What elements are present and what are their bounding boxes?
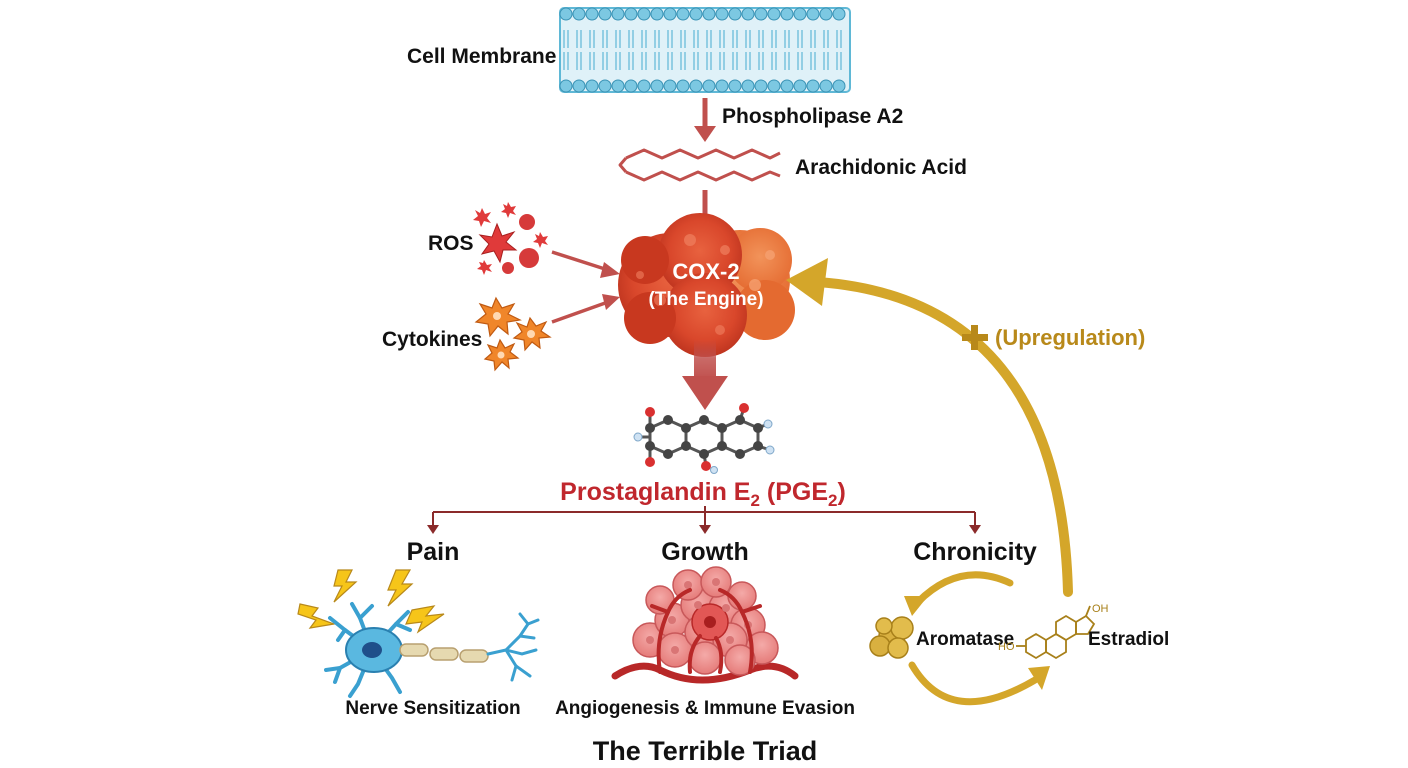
estradiol-molecule-icon: [1016, 605, 1096, 660]
pain-heading: Pain: [407, 538, 460, 566]
arachidonic-acid-icon: [618, 148, 781, 182]
branch-arrow-pain: [427, 525, 439, 534]
cycle-arrowhead-top: [904, 596, 928, 616]
pge2-molecule-icon: [633, 403, 775, 474]
aromatase-label: Aromatase: [916, 629, 1014, 650]
growth-heading: Growth: [661, 538, 749, 566]
pge2-label: Prostaglandin E2 (PGE2): [560, 478, 846, 510]
arrow-cytokines-to-cox2: [551, 294, 620, 324]
estradiol-ho-label: HO: [998, 641, 1015, 653]
aromatase-enzyme-icon: [869, 616, 914, 659]
diagram-title: The Terrible Triad: [593, 736, 818, 766]
angiogenesis-label: Angiogenesis & Immune Evasion: [555, 698, 855, 719]
cox2-label: COX-2: [672, 259, 739, 284]
lightning-icon: [297, 569, 445, 634]
branch-connector: [432, 506, 976, 527]
neuron-icon: [324, 602, 540, 698]
arrow-cox2-to-pge2: [682, 340, 728, 410]
phospholipase-label: Phospholipase A2: [722, 105, 903, 128]
chronicity-heading: Chronicity: [913, 538, 1037, 566]
upregulation-arrow: [786, 258, 1073, 597]
arrow-ros-to-cox2: [551, 250, 620, 278]
cell-membrane-icon: [559, 7, 851, 93]
cell-membrane-label: Cell Membrane: [407, 45, 556, 68]
cox2-sublabel: (The Engine): [648, 289, 763, 310]
nerve-sensitization-label: Nerve Sensitization: [345, 698, 520, 719]
estradiol-label: Estradiol: [1088, 629, 1169, 650]
ros-icon: [473, 202, 548, 275]
cox2-protein-icon: [618, 213, 795, 357]
plus-icon: [962, 325, 988, 350]
arrow-membrane-to-aa: [694, 98, 716, 142]
branch-arrow-growth: [699, 525, 711, 534]
cytokines-icon: [474, 296, 552, 372]
upregulation-label: (Upregulation): [995, 325, 1145, 350]
branch-arrow-chronicity: [969, 525, 981, 534]
estradiol-oh-label: OH: [1092, 603, 1109, 615]
aromatase-cycle-arrows: [908, 571, 1039, 706]
cycle-arrowhead-bottom: [1028, 666, 1050, 690]
arachidonic-acid-label: Arachidonic Acid: [795, 156, 967, 179]
ros-label: ROS: [428, 232, 474, 255]
cytokines-label: Cytokines: [382, 328, 482, 351]
tumor-icon: [611, 566, 799, 684]
